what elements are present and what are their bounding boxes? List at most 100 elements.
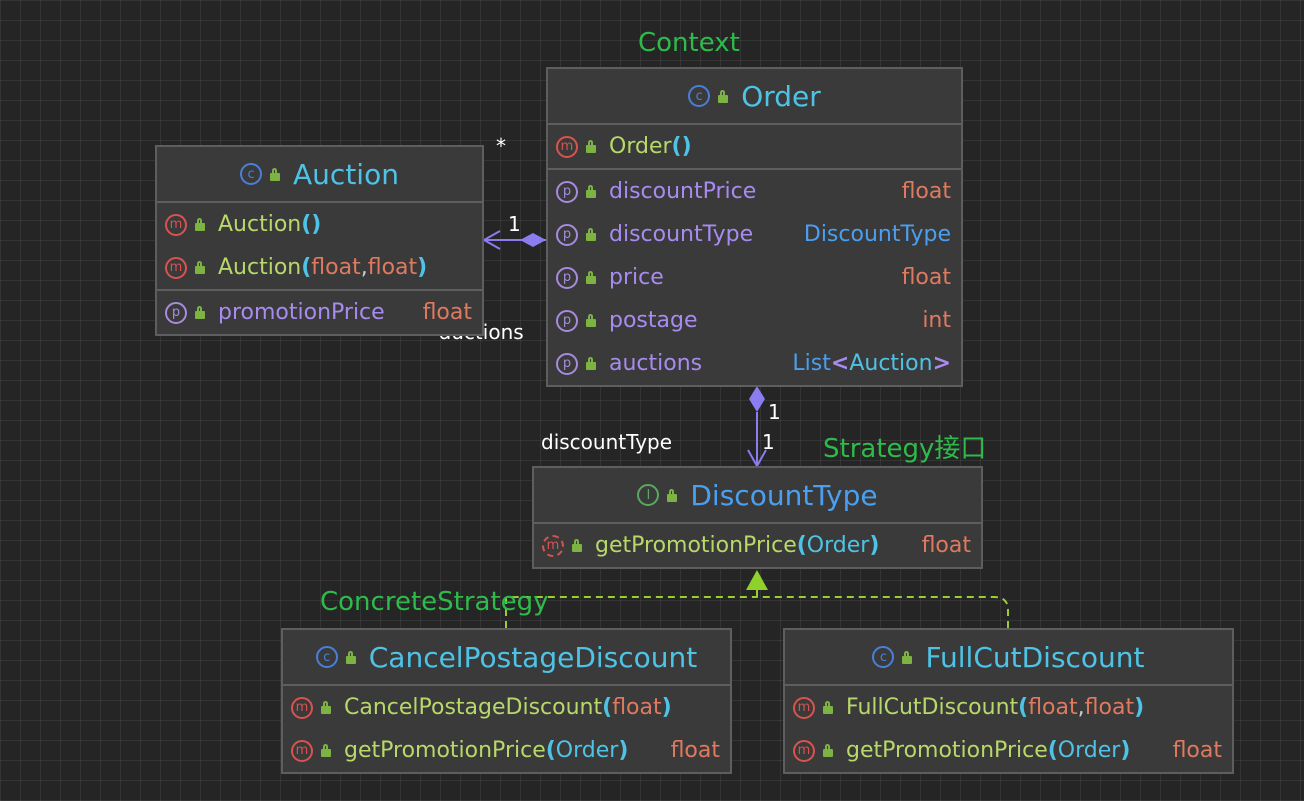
generic-close: > <box>932 351 951 376</box>
interface-discount-type-header: I DiscountType <box>534 468 981 524</box>
property-type: List<Auction> <box>780 351 951 376</box>
method-name: getPromotionPrice <box>344 738 546 763</box>
order-prop-auctions[interactable]: p auctions List<Auction> <box>548 342 961 385</box>
full-cut-constructor[interactable]: m FullCutDiscount(float, float) <box>785 686 1232 729</box>
public-lock-icon <box>193 261 206 274</box>
class-order-header: c Order <box>548 69 961 125</box>
cancel-postage-constructor[interactable]: m CancelPostageDiscount(float) <box>283 686 730 729</box>
param-type: Order <box>1057 738 1121 763</box>
public-lock-icon <box>570 539 583 552</box>
label-multiplicity-one-bottom: 1 <box>762 430 775 454</box>
public-lock-icon <box>584 271 597 284</box>
method-icon: m <box>165 213 187 236</box>
cancel-postage-realization-line <box>505 596 757 628</box>
class-order-name: Order <box>741 79 821 113</box>
paren-open: ( <box>545 738 556 763</box>
property-name: discountPrice <box>609 179 757 204</box>
property-name: postage <box>609 308 698 333</box>
note-concrete-strategy: ConcreteStrategy <box>320 587 549 617</box>
order-prop-postage[interactable]: p postage int <box>548 299 961 342</box>
class-auction[interactable]: c Auction m Auction() m Auction(float, f… <box>155 145 484 336</box>
order-methods: m Order() <box>548 125 961 170</box>
paren-open: ( <box>1047 738 1058 763</box>
property-icon: p <box>556 223 578 246</box>
method-icon: m <box>793 696 815 719</box>
auction-constructor-default[interactable]: m Auction() <box>157 203 482 246</box>
paren-open: ( <box>1018 695 1029 720</box>
order-prop-discount-price[interactable]: p discountPrice float <box>548 170 961 213</box>
param-type: float <box>311 255 361 280</box>
paren-open: ( <box>671 134 682 159</box>
label-multiplicity-one-left: 1 <box>508 212 521 236</box>
property-type: float <box>901 265 951 290</box>
auction-methods: m Auction() m Auction(float, float) <box>157 203 482 291</box>
public-lock-icon <box>665 488 678 502</box>
order-discounttype-diamond <box>749 386 765 412</box>
property-type: int <box>922 308 951 333</box>
order-constructor[interactable]: m Order() <box>548 125 961 168</box>
class-icon: c <box>872 646 895 668</box>
property-name: price <box>609 265 664 290</box>
label-multiplicity-one-top: 1 <box>768 400 781 424</box>
property-icon: p <box>556 309 578 332</box>
public-lock-icon <box>584 185 597 198</box>
abstract-method-icon: m <box>542 534 564 557</box>
list-type-arg: Auction <box>849 351 933 376</box>
public-lock-icon <box>900 650 913 664</box>
interface-discount-type[interactable]: I DiscountType m getPromotionPrice(Order… <box>532 466 983 569</box>
class-cancel-postage-discount[interactable]: c CancelPostageDiscount m CancelPostageD… <box>281 628 732 774</box>
discount-type-methods: m getPromotionPrice(Order) float <box>534 524 981 567</box>
class-cancel-postage-discount-name: CancelPostageDiscount <box>368 640 698 674</box>
discount-type-method-get-promotion-price[interactable]: m getPromotionPrice(Order) float <box>534 524 981 567</box>
class-full-cut-discount[interactable]: c FullCutDiscount m FullCutDiscount(floa… <box>783 628 1234 774</box>
class-order[interactable]: c Order m Order() p discountPrice float … <box>546 67 963 387</box>
paren-close: ) <box>681 134 692 159</box>
method-icon: m <box>556 135 578 158</box>
public-lock-icon <box>716 89 729 103</box>
method-icon: m <box>291 696 313 719</box>
order-prop-discount-type[interactable]: p discountType DiscountType <box>548 213 961 256</box>
public-lock-icon <box>821 744 834 757</box>
return-type: float <box>1172 738 1222 763</box>
cancel-postage-method-get-promotion-price[interactable]: m getPromotionPrice(Order) float <box>283 729 730 772</box>
public-lock-icon <box>268 167 281 181</box>
return-type: float <box>921 533 971 558</box>
property-name: auctions <box>609 351 703 376</box>
param-type: float <box>612 695 662 720</box>
class-full-cut-discount-name: FullCutDiscount <box>925 640 1145 674</box>
paren-close: ) <box>869 533 880 558</box>
realization-triangle <box>746 570 768 590</box>
param-type: float <box>1028 695 1078 720</box>
public-lock-icon <box>344 650 357 664</box>
full-cut-method-get-promotion-price[interactable]: m getPromotionPrice(Order) float <box>785 729 1232 772</box>
note-context: Context <box>638 28 740 58</box>
property-name: discountType <box>609 222 754 247</box>
paren-close: ) <box>1120 738 1131 763</box>
method-icon: m <box>793 739 815 762</box>
note-strategy: Strategy接口 <box>823 434 987 464</box>
auction-properties: p promotionPrice float <box>157 291 482 334</box>
order-properties: p discountPrice float p discountType Dis… <box>548 170 961 385</box>
order-prop-price[interactable]: p price float <box>548 256 961 299</box>
class-icon: c <box>240 163 263 185</box>
list-type: List <box>792 351 831 376</box>
paren-open: ( <box>301 255 312 280</box>
generic-open: < <box>830 351 850 376</box>
property-icon: p <box>165 301 187 324</box>
label-multiplicity-star: * <box>496 134 506 158</box>
class-auction-name: Auction <box>293 157 399 191</box>
param-separator: , <box>360 255 368 280</box>
property-icon: p <box>556 352 578 375</box>
property-name: promotionPrice <box>218 300 385 325</box>
public-lock-icon <box>584 140 597 153</box>
auction-arrowhead <box>481 230 501 250</box>
interface-discount-type-name: DiscountType <box>690 478 878 512</box>
property-type: float <box>422 300 472 325</box>
auction-prop-promotion-price[interactable]: p promotionPrice float <box>157 291 482 334</box>
property-icon: p <box>556 266 578 289</box>
paren-open: ( <box>796 533 807 558</box>
param-type: Order <box>555 738 619 763</box>
public-lock-icon <box>821 701 834 714</box>
return-type: float <box>670 738 720 763</box>
auction-constructor-params[interactable]: m Auction(float, float) <box>157 246 482 289</box>
